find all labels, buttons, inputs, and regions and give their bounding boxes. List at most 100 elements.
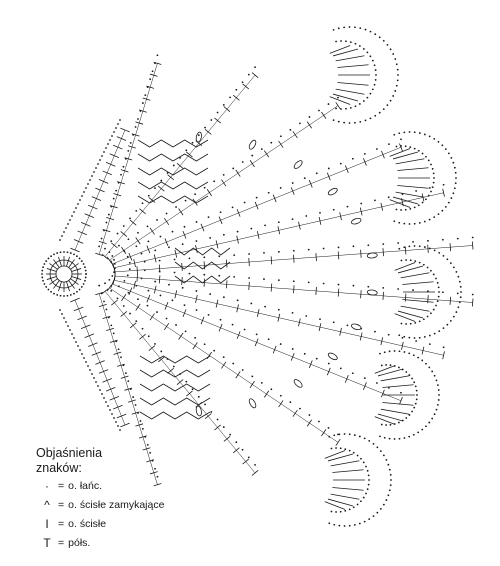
scallop-chain-dot xyxy=(414,385,417,388)
petal-chain-dot xyxy=(315,172,318,175)
petal-chain-dot xyxy=(441,238,444,241)
petal-chain-dot xyxy=(122,364,125,367)
petal-stitch-row xyxy=(113,279,444,356)
fan-chain-dot xyxy=(97,385,99,387)
scallop-chain-dot xyxy=(388,468,391,471)
petal-chain-dot xyxy=(210,119,213,121)
petal-chain-dot xyxy=(100,292,103,295)
petal-chain-dot xyxy=(251,375,254,378)
petal-chain-dot xyxy=(128,261,131,264)
petal-chain-dot xyxy=(147,289,150,292)
fan-chain-dot xyxy=(77,203,79,205)
petal-chain-dot xyxy=(222,104,225,106)
scallop-chain-dot xyxy=(367,474,370,477)
fan-chain-dot xyxy=(69,219,71,221)
legend-label-slip: o. ścisłe zamykające xyxy=(68,498,165,511)
scallop-stitch xyxy=(332,469,364,473)
scallop-chain-dot xyxy=(459,296,462,299)
scallop-stitch xyxy=(400,305,430,312)
petal-chain-dot xyxy=(231,323,234,326)
petal-chain-dot xyxy=(279,394,282,397)
petal-chain-dot xyxy=(134,404,137,406)
scallop-chain-dot xyxy=(367,483,370,486)
petal-chain-dot xyxy=(147,240,150,243)
scallop-chain-dot xyxy=(433,177,435,179)
scallop-chain-dot xyxy=(394,90,397,92)
scallop-chain-dot xyxy=(441,144,444,147)
petal-chain-dot xyxy=(122,305,125,307)
scallop-chain-dot xyxy=(418,320,421,323)
petal-chain-dot xyxy=(104,282,106,285)
scallop-chain-dot xyxy=(418,132,421,134)
scallop-chain-dot xyxy=(432,308,435,311)
petal-chain-dot xyxy=(123,250,126,253)
center-chain-dot xyxy=(66,294,69,297)
petal-chain-dot xyxy=(442,183,445,186)
scallop-chain-dot xyxy=(437,295,440,298)
scallop-chain-dot xyxy=(343,525,346,527)
petal-chain-dot xyxy=(216,418,219,421)
petal-chain-dot xyxy=(319,318,321,321)
mesh-zigzag xyxy=(139,383,211,392)
center-chain-dot xyxy=(43,283,46,285)
petal-chain-dot xyxy=(305,215,308,217)
legend-equals: = xyxy=(58,479,65,492)
scallop-chain-dot xyxy=(433,332,436,335)
fan-chain-dot xyxy=(93,171,95,173)
center-stitch xyxy=(49,278,58,285)
petal-chain-dot xyxy=(123,279,126,282)
legend-equals: = xyxy=(58,517,65,530)
petal-chain-dot xyxy=(175,324,177,326)
scallop-chain-dot xyxy=(378,36,381,39)
petal-chain-dot xyxy=(156,475,159,478)
petal-chain-dot xyxy=(337,433,339,436)
center-stitch xyxy=(53,259,60,268)
scallop-chain-dot xyxy=(412,354,415,357)
petal-chain-dot xyxy=(305,315,308,317)
scallop-chain-dot xyxy=(365,492,367,495)
scallop-chain-dot xyxy=(396,79,399,82)
scallop-chain-dot xyxy=(363,520,366,523)
petal-chain-dot xyxy=(441,291,444,294)
center-stitch xyxy=(58,281,62,292)
scallop-chain-dot xyxy=(393,220,396,223)
petal-chain-dot xyxy=(375,148,378,150)
petal-chain-dot xyxy=(427,239,429,242)
scallop-chain-dot xyxy=(386,104,389,106)
fan-chain-dot xyxy=(117,425,119,427)
petal-chain-dot xyxy=(363,377,366,380)
petal-chain-dot xyxy=(233,275,236,278)
scallop-chain-dot xyxy=(430,269,432,272)
scallop-stitch xyxy=(330,460,360,467)
scallop-chain-dot xyxy=(332,28,335,31)
petal-chain-dot xyxy=(222,426,225,428)
petal-chain-dot xyxy=(327,103,330,105)
center-chain-dot xyxy=(78,257,81,260)
scallop-chain-dot xyxy=(393,350,396,352)
petal-chain-dot xyxy=(236,230,239,233)
petal-chain-dot xyxy=(127,238,130,241)
scallop-chain-dot xyxy=(353,434,356,436)
fan-chain-dot xyxy=(103,397,105,399)
scallop-chain-dot xyxy=(430,190,432,193)
petal-chain-dot xyxy=(255,196,258,199)
scallop-stitch xyxy=(400,272,430,279)
petal-chain-dot xyxy=(250,227,253,230)
scallop-chain-dot xyxy=(395,145,398,148)
petal-chain-dot xyxy=(154,342,156,345)
fan-chain-dot xyxy=(79,199,81,201)
scallop-chain-dot xyxy=(427,159,430,162)
petal-chain-dot xyxy=(291,348,294,350)
scallop-stitch xyxy=(324,501,346,510)
petal-chain-dot xyxy=(218,274,221,277)
scallop-stitch xyxy=(382,384,414,388)
petal-chain-dot xyxy=(299,407,301,410)
fan-chain-dot xyxy=(113,131,115,133)
petal-chain-dot xyxy=(185,149,188,152)
petal-chain-dot xyxy=(471,293,474,296)
petal-chain-dot xyxy=(289,401,292,404)
petal-chain-dot xyxy=(247,456,250,459)
petal-chain-dot xyxy=(183,225,186,228)
scallop-chain-dot xyxy=(387,463,390,466)
petal-chain-dot xyxy=(400,391,402,394)
